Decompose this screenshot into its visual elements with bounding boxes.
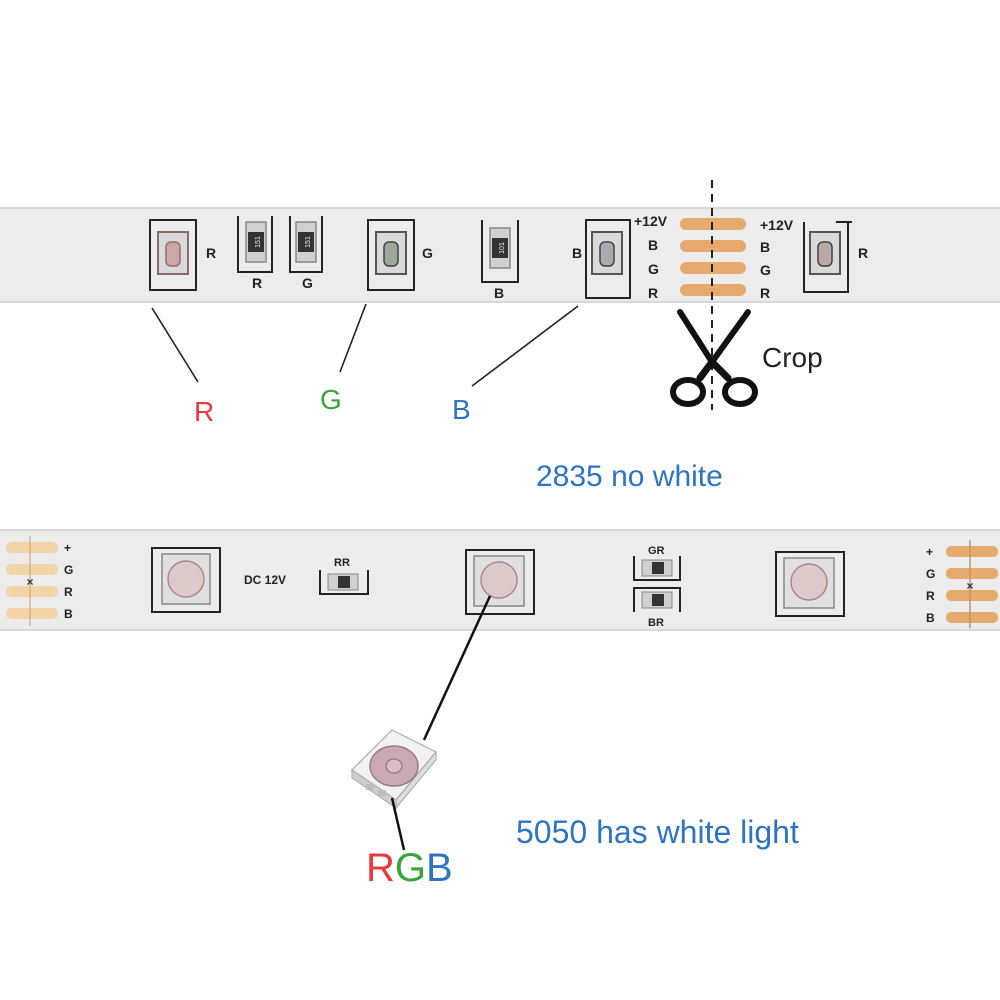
- rgb-label-r: R: [366, 846, 395, 890]
- resistor-5050-gr: GR: [633, 545, 681, 581]
- crop-label: Crop: [762, 342, 823, 373]
- pad-5050-right-2: R: [926, 589, 935, 603]
- led-5050-1: [151, 547, 221, 613]
- solder-pads-2835-right: +12V B G R: [760, 217, 794, 301]
- led-2835-g-label: G: [422, 245, 433, 261]
- rgb-label-g: G: [394, 846, 427, 890]
- svg-text:×: ×: [966, 579, 973, 593]
- resistor-2835-r: 151 R: [237, 216, 273, 291]
- pad-2835-right-1: B: [760, 239, 770, 255]
- callout-line-g: [339, 303, 367, 373]
- rgb-led-chip-icon: [350, 729, 438, 810]
- pad-5050-right-1: G: [926, 567, 935, 581]
- led-5050-3: [775, 551, 845, 617]
- resistor-gr-label: GR: [648, 545, 665, 557]
- rgb-label: RGB: [366, 848, 453, 888]
- pad-5050-left-2: R: [64, 585, 73, 599]
- pad-5050-right-0: +: [926, 545, 933, 559]
- led-2835-g: G: [367, 219, 433, 291]
- callout-line-b: [471, 305, 579, 387]
- resistor-2835-b-code: 101: [499, 242, 506, 254]
- led-2835-r-label: R: [206, 245, 216, 261]
- resistor-5050-rr: RR: [319, 557, 369, 595]
- pad-2835-left-1: B: [648, 237, 658, 253]
- callout-line-r: [151, 307, 199, 383]
- solder-pads-5050-right: + G R B ×: [926, 540, 998, 628]
- callout-label-g: G: [320, 384, 342, 415]
- caption-2835: 2835 no white: [536, 460, 723, 493]
- pad-2835-left-3: R: [648, 285, 658, 301]
- pad-2835-right-3: R: [760, 285, 770, 301]
- resistor-2835-g-label: G: [302, 275, 313, 291]
- pad-5050-left-0: +: [64, 541, 71, 555]
- callout-line-chip: [422, 595, 492, 741]
- resistor-2835-g: 151 G: [289, 216, 323, 291]
- resistor-2835-r-code: 151: [255, 236, 262, 248]
- pad-5050-right-3: B: [926, 611, 935, 625]
- caption-5050: 5050 has white light: [516, 814, 799, 850]
- pad-2835-left-0: +12V: [634, 213, 668, 229]
- resistor-rr-label: RR: [334, 557, 350, 569]
- resistor-5050-br: BR: [633, 587, 681, 629]
- resistor-2835-b: 101 B: [481, 220, 519, 301]
- pad-5050-left-3: B: [64, 607, 73, 621]
- pad-2835-left-2: G: [648, 261, 659, 277]
- strip-5050: × + G R B DC 12V RR GR: [0, 529, 1000, 631]
- pad-5050-left-1: G: [64, 563, 73, 577]
- resistor-br-label: BR: [648, 617, 664, 629]
- callout-label-r: R: [194, 396, 215, 427]
- scissors-icon: [670, 309, 758, 407]
- resistor-2835-r-label: R: [252, 275, 262, 291]
- callout-label-b: B: [452, 394, 471, 425]
- svg-text:×: ×: [26, 575, 33, 589]
- led-2835-r-right-label: R: [858, 245, 868, 261]
- resistor-2835-g-code: 151: [305, 236, 312, 248]
- callout-line-rgb: [390, 797, 406, 851]
- rgb-label-b: B: [426, 846, 453, 890]
- led-2835-r: R: [149, 219, 216, 291]
- pad-2835-right-2: G: [760, 262, 771, 278]
- resistor-2835-b-label: B: [494, 285, 504, 301]
- solder-pads-5050-left: × + G R B: [6, 536, 73, 626]
- led-5050-2: [465, 549, 535, 615]
- strip-2835: R 151 R 151 G G: [0, 207, 1000, 303]
- pad-2835-right-0: +12V: [760, 217, 794, 233]
- voltage-label: DC 12V: [244, 573, 286, 587]
- led-2835-b-label: B: [572, 245, 582, 261]
- led-2835-b: B: [572, 219, 631, 299]
- led-2835-r-right: R: [803, 221, 868, 293]
